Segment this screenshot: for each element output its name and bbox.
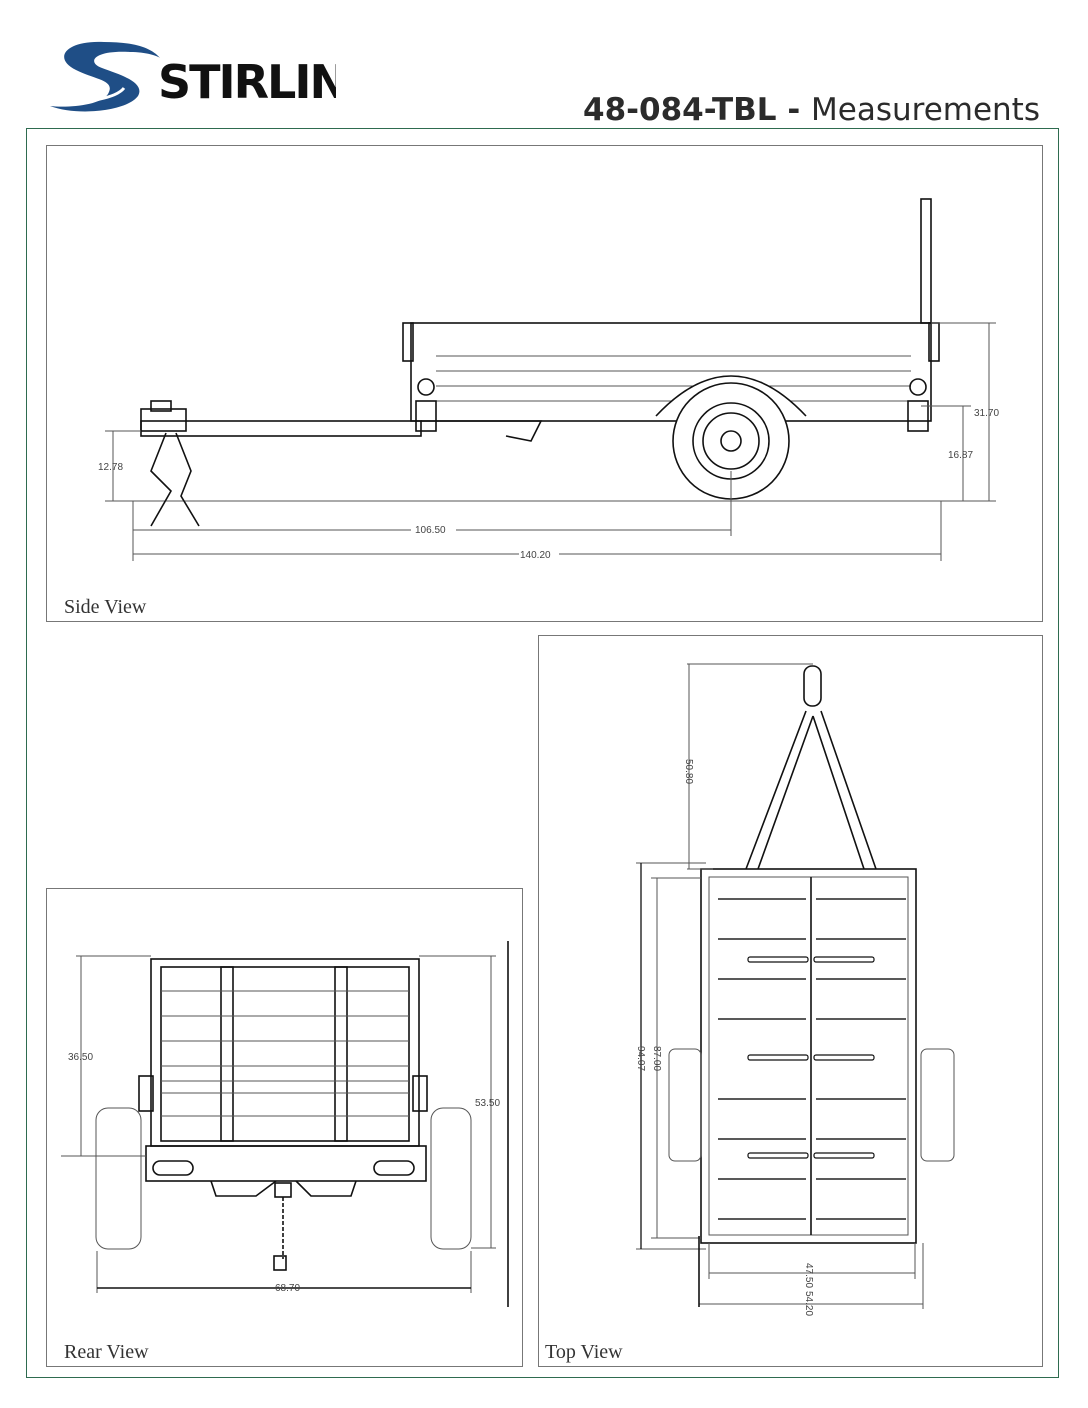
page-title: 48-084-TBL - Measurements xyxy=(583,92,1040,128)
dim-overall-length: 140.20 xyxy=(520,550,551,561)
stirling-logo: STIRLING xyxy=(46,36,384,120)
dim-tongue-length: 50.80 xyxy=(683,759,694,784)
model-number: 48-084-TBL xyxy=(583,92,777,128)
dim-overall-height: 31.70 xyxy=(974,408,999,419)
rear-view-drawing: 36.50 53.50 68.70 xyxy=(61,941,509,1307)
dim-hitch-to-axle: 106.50 xyxy=(415,525,446,536)
rear-view-caption: Rear View xyxy=(64,1341,149,1363)
top-view-caption: Top View xyxy=(545,1341,623,1363)
top-view-panel: 50.80 94.07 87.00 47.50 54.20 Top View xyxy=(538,635,1043,1367)
dim-deck-height: 16.87 xyxy=(948,450,973,461)
title-separator: - xyxy=(776,92,812,128)
dim-bed-width: 47.50 xyxy=(803,1263,814,1288)
title-subtitle: Measurements xyxy=(811,92,1040,128)
dim-bed-length: 87.00 xyxy=(651,1046,662,1071)
rear-view-panel: 36.50 53.50 68.70 Rear View xyxy=(46,888,523,1367)
dim-top-overall-width: 54.20 xyxy=(803,1291,814,1316)
dim-top-overall-length: 94.07 xyxy=(635,1046,646,1071)
dim-rear-overall-height: 53.50 xyxy=(475,1098,500,1109)
side-view-panel: 12.78 106.50 140.20 31.70 16.87 Side Vie… xyxy=(46,145,1043,622)
side-view-drawing: 12.78 106.50 140.20 31.70 16.87 xyxy=(98,198,999,561)
side-view-caption: Side View xyxy=(64,596,147,618)
dim-rear-overall-width: 68.70 xyxy=(275,1283,300,1294)
logo-text: STIRLING xyxy=(158,55,336,109)
dim-tongue-height: 12.78 xyxy=(98,462,123,473)
top-view-drawing: 50.80 94.07 87.00 47.50 54.20 xyxy=(635,663,955,1316)
dim-gate-height: 36.50 xyxy=(68,1052,93,1063)
drawing-frame xyxy=(26,128,1059,1378)
